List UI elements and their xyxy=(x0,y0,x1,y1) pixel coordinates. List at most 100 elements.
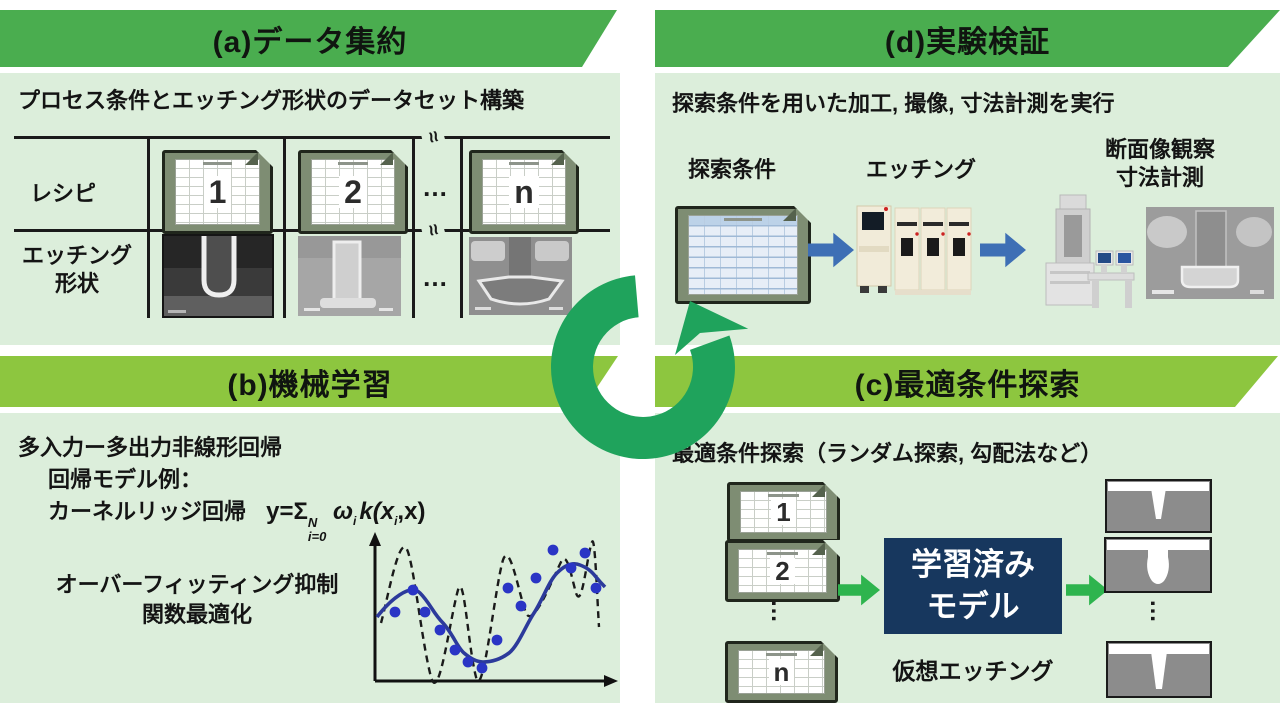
step1-label: 探索条件 xyxy=(688,157,777,182)
sem-image-2 xyxy=(298,236,401,316)
quadrant-c-header: (c)最適条件探索 xyxy=(655,356,1278,407)
trench-foot-shape xyxy=(1180,265,1240,289)
step3-label: 断面像観察 寸法計測 xyxy=(1070,136,1250,191)
candidate-number: 2 xyxy=(770,558,795,584)
search-condition-file-icon xyxy=(675,206,811,304)
operator-desk xyxy=(1087,250,1135,308)
recipe-row-ellipsis: … xyxy=(422,172,450,202)
pillar-shape xyxy=(1195,210,1227,270)
quadrant-a-header: (a)データ集約 xyxy=(0,10,617,67)
trained-model-line1: 学習済み xyxy=(911,547,1035,583)
formula-sub: i=0 xyxy=(307,528,327,544)
candidate-list-ellipsis: … xyxy=(766,599,793,625)
overfit-dashed-curve xyxy=(379,540,601,684)
recipe-file-icon-1: 1 xyxy=(162,150,273,234)
step3-label-line2: 寸法計測 xyxy=(1115,164,1204,190)
recipe-file-icon-n: n xyxy=(469,150,579,234)
predicted-profile-1 xyxy=(1105,479,1212,533)
folded-corner-icon xyxy=(380,152,393,165)
quadrant-b-header: (b)機械学習 xyxy=(0,356,618,407)
candidate-file-icon-1: 1 xyxy=(727,482,840,542)
step3-label-line1: 断面像観察 xyxy=(1104,137,1215,162)
candidate-file-icon-n: n xyxy=(725,641,838,703)
folded-corner-icon xyxy=(551,152,564,165)
etching-equipment-illustration xyxy=(855,200,975,300)
table-top-line xyxy=(14,136,610,139)
quadrant-c-title: (c)最適条件探索 xyxy=(854,368,1081,402)
predicted-profile-n xyxy=(1106,641,1212,698)
etched-pillar-shape xyxy=(332,240,362,302)
x-axis-arrowhead xyxy=(604,675,618,687)
table-vline-4 xyxy=(460,136,463,318)
overfitting-note-line1: オーバーフィッティング抑制 xyxy=(55,572,339,597)
spreadsheet-icon xyxy=(688,215,798,295)
candidate-number: n xyxy=(768,659,795,685)
quadrant-c-subtitle: 最適条件探索（ランダム探索, 勾配法など） xyxy=(672,441,1103,466)
trench-profile-shape xyxy=(1147,540,1169,584)
formula-kernel: k(x xyxy=(359,498,395,525)
table-vline-1 xyxy=(147,136,150,318)
formula-lhs: y=Σ xyxy=(266,498,308,525)
etched-trench-shape xyxy=(201,234,237,298)
quadrant-d-header: (d)実験検証 xyxy=(655,10,1280,67)
overfitting-note: オーバーフィッティング抑制 関数最適化 xyxy=(52,570,342,629)
recipe-file-icon-2: 2 xyxy=(298,150,408,234)
quadrant-d-subtitle: 探索条件を用いた加工, 撮像, 寸法計測を実行 xyxy=(672,91,1115,116)
fitted-solid-curve xyxy=(375,562,607,664)
candidate-file-icon-2: 2 xyxy=(725,540,840,602)
data-points xyxy=(389,544,602,674)
table-vline-3 xyxy=(412,136,415,318)
folded-corner-icon xyxy=(810,643,823,656)
monitor-screen xyxy=(1098,253,1111,263)
row-shape-label-line2: 形状 xyxy=(54,270,99,296)
sem-image-n xyxy=(469,237,572,315)
trench-profile-shape xyxy=(1150,644,1168,689)
spreadsheet-icon: 2 xyxy=(738,549,827,593)
recipe-file-number: 1 xyxy=(203,176,232,208)
folded-corner-icon xyxy=(783,208,796,221)
predicted-profile-2 xyxy=(1104,537,1212,593)
formula-tail: ,x) xyxy=(397,498,426,525)
sem-equipment-illustration xyxy=(1026,193,1136,313)
recipe-file-number: 2 xyxy=(339,176,367,208)
overfitting-note-line2: 関数最適化 xyxy=(141,601,252,627)
shape-row-ellipsis: … xyxy=(422,262,450,292)
cycle-arrowhead xyxy=(675,301,749,355)
row-shape-label: エッチング 形状 xyxy=(14,242,140,297)
quadrant-b-title: (b)機械学習 xyxy=(227,368,393,402)
table-vline-2 xyxy=(283,136,286,318)
folded-corner-icon xyxy=(812,542,825,555)
quadrant-a-title: (a)データ集約 xyxy=(212,25,408,59)
sem-result-photo xyxy=(1146,207,1274,299)
row-shape-label-line1: エッチング xyxy=(21,243,132,268)
regression-plot xyxy=(360,528,630,698)
trained-model-line2: モデル xyxy=(926,589,1020,624)
regression-example-label: 回帰モデル例： xyxy=(48,467,203,492)
process-modules xyxy=(894,207,972,291)
quadrant-d-title: (d)実験検証 xyxy=(884,25,1051,59)
row-recipe-label: レシピ xyxy=(30,181,97,206)
profile-list-ellipsis: … xyxy=(1145,599,1172,625)
cycle-arrow-icon xyxy=(530,255,760,481)
folded-corner-icon xyxy=(245,152,258,165)
spreadsheet-icon: 1 xyxy=(740,491,827,533)
trench-profile-shape xyxy=(1150,482,1167,519)
spreadsheet-icon: 2 xyxy=(311,159,395,225)
step2-label: エッチング xyxy=(866,157,977,182)
sem-image-1 xyxy=(162,234,274,318)
etched-bowl-shape xyxy=(476,275,565,306)
folded-corner-icon xyxy=(812,484,825,497)
kernel-ridge-label: カーネルリッジ回帰 xyxy=(48,499,247,524)
spreadsheet-icon: 1 xyxy=(175,159,260,225)
spreadsheet-icon: n xyxy=(482,159,566,225)
formula-sup: N xyxy=(307,515,318,530)
candidate-number: 1 xyxy=(771,499,796,525)
regression-heading: 多入力ー多出力非線形回帰 xyxy=(18,435,283,460)
recipe-file-number: n xyxy=(509,176,539,208)
spreadsheet-icon: n xyxy=(738,650,825,694)
y-axis-arrowhead xyxy=(369,532,381,546)
monitor-screen xyxy=(1118,253,1131,263)
